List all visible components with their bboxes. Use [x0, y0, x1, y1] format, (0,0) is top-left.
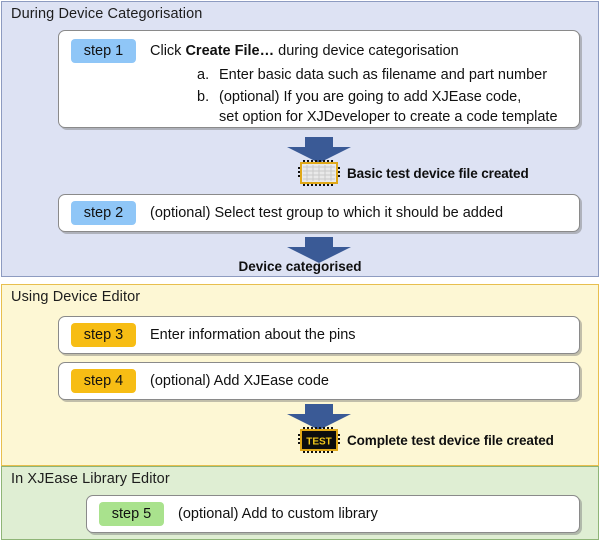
step-badge-3: step 3: [71, 323, 136, 347]
step-text-1-prefix: Click: [150, 43, 186, 59]
flow-arrow-down-icon-2: [287, 237, 351, 263]
step-badge-1: step 1: [71, 39, 136, 63]
step-badge-5: step 5: [99, 502, 164, 526]
sub-text-b: (optional) If you are going to add XJEas…: [219, 89, 558, 125]
outcome-complete-file: TEST Complete test device file created: [298, 427, 554, 453]
list-item: b. (optional) If you are going to add XJ…: [197, 87, 579, 127]
step-box-1[interactable]: step 1 Click Create File… during device …: [58, 30, 580, 128]
step-text-2: (optional) Select test group to which it…: [150, 205, 504, 221]
flow-arrow-down-icon-1: [287, 137, 351, 163]
step-text-1-suffix: during device categorisation: [274, 43, 459, 59]
flow-arrow-down-icon-3: [287, 404, 351, 430]
outcome-basic-file: Basic test device file created: [298, 160, 529, 186]
step-1-sub-list: a. Enter basic data such as filename and…: [197, 65, 579, 127]
step-box-2[interactable]: step 2 (optional) Select test group to w…: [58, 194, 580, 232]
step-badge-4: step 4: [71, 369, 136, 393]
phase-title-during-device-categorisation: During Device Categorisation: [11, 6, 203, 22]
outcome-label-basic-file: Basic test device file created: [347, 165, 529, 181]
phase-title-in-xjease-library-editor: In XJEase Library Editor: [11, 471, 170, 487]
step-box-5[interactable]: step 5 (optional) Add to custom library: [86, 495, 580, 533]
chip-test-label: TEST: [306, 437, 332, 448]
step-text-1-bold: Create File…: [185, 43, 275, 59]
sub-text-a: Enter basic data such as filename and pa…: [219, 67, 548, 83]
outcome-label-device-categorised: Device categorised: [238, 259, 362, 274]
step-text-1: Click Create File… during device categor…: [150, 39, 459, 63]
chip-test-icon: TEST: [298, 427, 340, 453]
step-text-3: Enter information about the pins: [150, 327, 356, 343]
step-text-5: (optional) Add to custom library: [178, 506, 378, 522]
sub-marker-a: a.: [197, 67, 210, 83]
phase-title-using-device-editor: Using Device Editor: [11, 289, 141, 305]
step-badge-2: step 2: [71, 201, 136, 225]
outcome-label-complete-file: Complete test device file created: [347, 432, 554, 448]
sub-marker-b: b.: [197, 89, 210, 105]
step-text-4: (optional) Add XJEase code: [150, 373, 329, 389]
step-box-4[interactable]: step 4 (optional) Add XJEase code: [58, 362, 580, 400]
list-item: a. Enter basic data such as filename and…: [197, 65, 579, 85]
step-box-3[interactable]: step 3 Enter information about the pins: [58, 316, 580, 354]
chip-blank-icon: [298, 160, 340, 186]
